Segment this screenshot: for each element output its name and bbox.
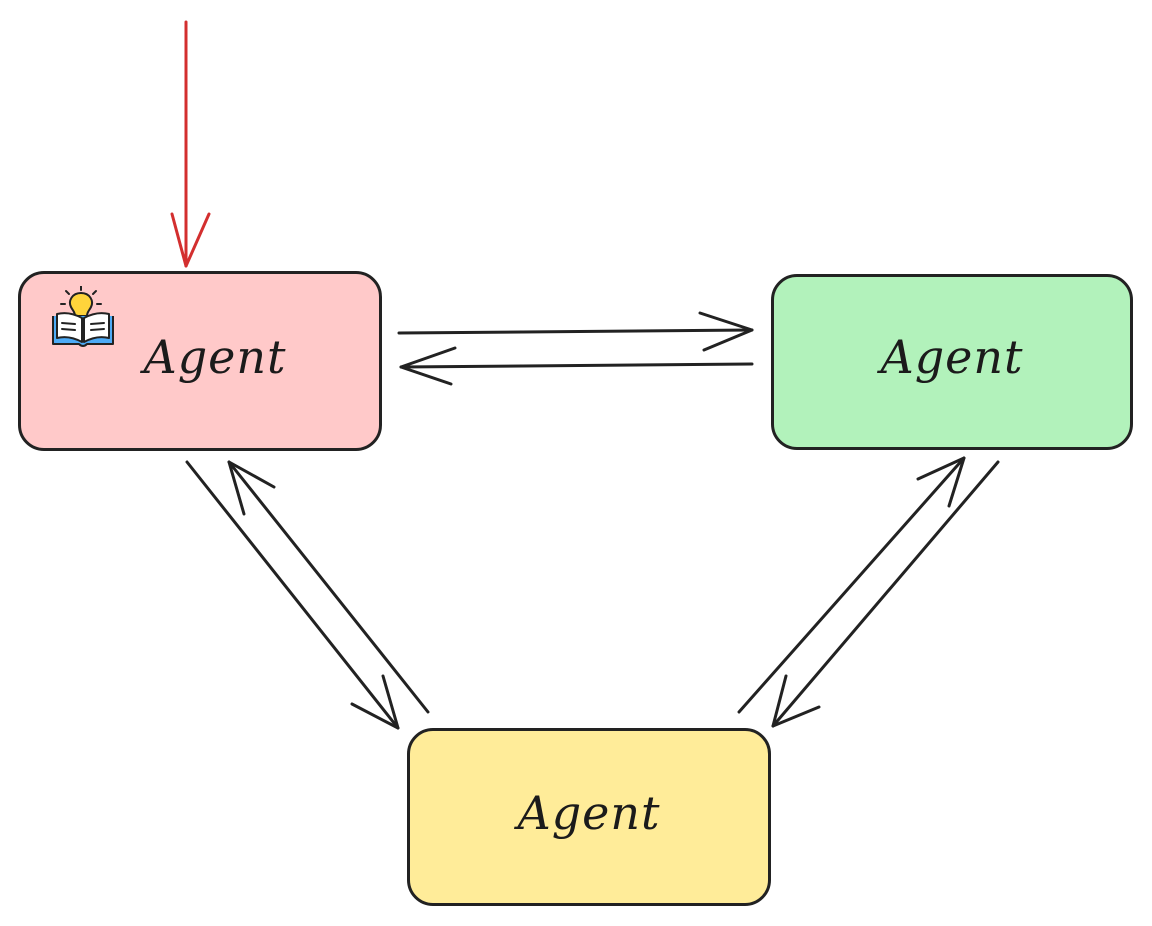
book-lightbulb-icon xyxy=(52,286,114,347)
agent-label: Agent xyxy=(517,786,661,840)
arrow-a-to-c xyxy=(185,460,400,730)
agent-label: Agent xyxy=(880,330,1024,384)
agent-node-yellow[interactable]: Agent xyxy=(407,728,771,906)
arrow-b-to-a xyxy=(399,346,754,386)
arrow-b-to-c xyxy=(771,460,1000,728)
agent-node-pink[interactable]: Agent xyxy=(18,271,382,451)
arrow-c-to-a xyxy=(227,460,430,714)
arrow-c-to-b xyxy=(737,456,966,714)
agent-node-green[interactable]: Agent xyxy=(771,274,1133,450)
arrow-a-to-b xyxy=(397,311,754,352)
entry-arrow xyxy=(170,20,211,268)
agent-label: Agent xyxy=(143,330,287,384)
